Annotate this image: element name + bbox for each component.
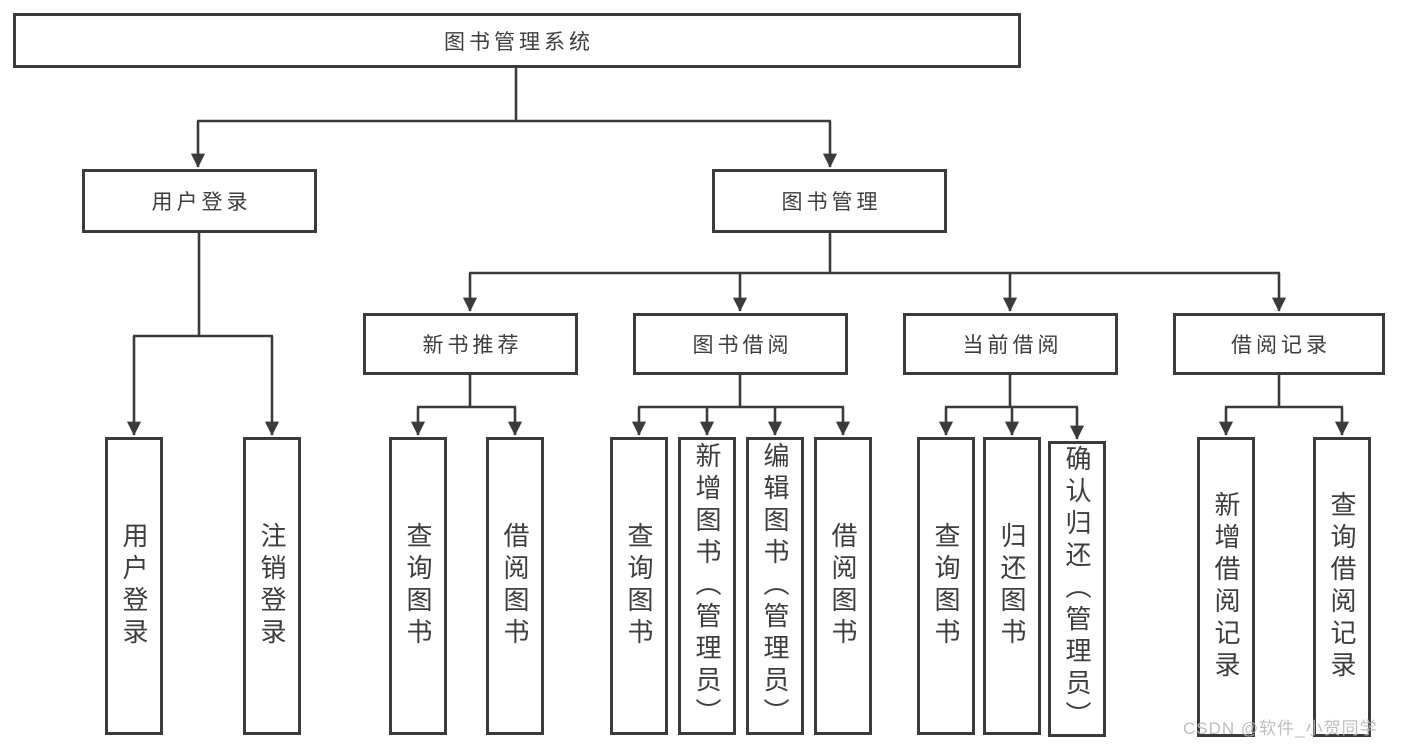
connectors-user-login-to-leaves [126,233,280,436]
leaf-return-book: 归还图书 [983,437,1041,735]
leaf-logout-label: 注销登录 [257,522,287,650]
leaf-confirm-return-admin-label: 确认归还（管理员） [1062,445,1092,733]
leaf-confirm-return-admin: 确认归还（管理员） [1048,441,1106,737]
leaf-query-books-borrowing: 查询图书 [610,437,668,735]
node-borrowing-records-label: 借阅记录 [1231,334,1331,357]
leaf-borrow-books-recommend: 借阅图书 [486,437,544,735]
node-current-borrowing: 当前借阅 [903,313,1118,375]
leaf-edit-book-admin-label: 编辑图书（管理员） [760,442,790,730]
leaf-query-books-recommend: 查询图书 [389,437,447,735]
leaf-query-books-borrowing-label: 查询图书 [624,522,654,650]
connectors-book-borrowing-to-leaves [631,375,851,436]
leaf-return-book-label: 归还图书 [997,522,1027,650]
connectors-current-borrowing-to-leaves [938,375,1085,440]
leaf-query-borrow-record: 查询借阅记录 [1313,437,1371,737]
node-root: 图书管理系统 [13,13,1021,68]
watermark: CSDN @软件_小贺同学 [1183,719,1378,738]
connectors-new-book-recommendation-to-leaves [410,375,523,436]
node-book-borrowing: 图书借阅 [633,313,848,375]
leaf-query-books-current: 查询图书 [917,437,975,735]
leaf-query-books-current-label: 查询图书 [931,522,961,650]
node-current-borrowing-label: 当前借阅 [962,334,1063,357]
leaf-edit-book-admin: 编辑图书（管理员） [746,437,804,735]
leaf-query-books-recommend-label: 查询图书 [403,522,433,650]
node-user-login-label: 用户登录 [151,191,252,214]
leaf-user-login: 用户登录 [105,437,163,735]
node-book-management: 图书管理 [712,169,947,233]
leaf-add-book-admin-label: 新增图书（管理员） [692,442,722,730]
node-user-login: 用户登录 [82,169,317,233]
leaf-add-borrow-record: 新增借阅记录 [1197,437,1255,737]
leaf-borrow-books-label: 借阅图书 [828,522,858,650]
leaf-query-borrow-record-label: 查询借阅记录 [1327,491,1357,683]
leaf-user-login-label: 用户登录 [119,522,149,650]
connectors-borrowing-records-to-leaves [1218,375,1350,436]
node-book-borrowing-label: 图书借阅 [692,334,793,357]
connectors-root-to-level2 [190,68,838,168]
leaf-borrow-books-recommend-label: 借阅图书 [500,522,530,650]
node-new-book-recommendation-label: 新书推荐 [422,334,523,357]
node-root-label: 图书管理系统 [444,30,594,54]
node-borrowing-records: 借阅记录 [1173,313,1385,375]
leaf-add-borrow-record-label: 新增借阅记录 [1211,491,1241,683]
leaf-borrow-books: 借阅图书 [814,437,872,735]
leaf-add-book-admin: 新增图书（管理员） [678,437,736,735]
node-new-book-recommendation: 新书推荐 [363,313,578,375]
leaf-logout: 注销登录 [243,437,301,735]
connectors-book-management-to-level3 [462,233,1287,312]
node-book-management-label: 图书管理 [781,191,882,214]
